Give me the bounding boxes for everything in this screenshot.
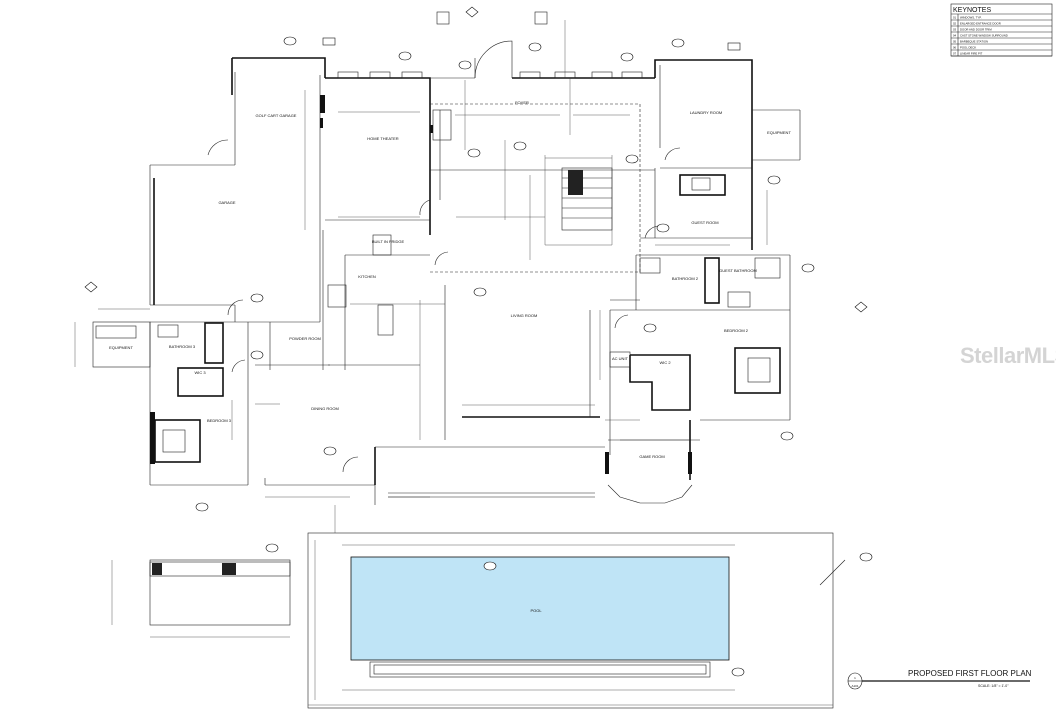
room-guest-room: GUEST ROOM: [691, 220, 718, 225]
room-pool: POOL: [530, 608, 542, 613]
sheet-number: 1: [854, 676, 856, 680]
pool-basin: [350, 556, 730, 661]
room-wic-2: WIC 2: [659, 360, 671, 365]
room-dining-room: DINING ROOM: [311, 406, 339, 411]
stellarmls-watermark: StellarMLS: [960, 343, 1056, 369]
keynote-number: 07: [953, 51, 957, 55]
room-bedroom-3: BEDROOM 3: [207, 418, 232, 423]
plan-title: PROPOSED FIRST FLOOR PLAN: [908, 669, 1032, 678]
keynote-text: BARBEQUE STATION: [960, 39, 988, 43]
room-golf-cart-garage: GOLF CART GARAGE: [256, 113, 297, 118]
door-swings: [207, 139, 681, 473]
sheet-ref: A101: [851, 684, 858, 688]
room-game-room: GAME ROOM: [639, 454, 664, 459]
room-powder-room: POWDER ROOM: [289, 336, 321, 341]
keynote-text: WINDOWS, TYP.: [960, 15, 982, 19]
callout-tags: [84, 6, 873, 677]
bbq-station: [111, 559, 291, 638]
room-guest-bathroom: GUEST BATHROOM: [719, 268, 757, 273]
keynote-number: 06: [953, 45, 957, 49]
watermark-text: StellarMLS: [960, 343, 1056, 368]
keynote-number: 03: [953, 27, 957, 31]
keynote-text: DOOR AND DOOR TRIM: [960, 27, 992, 31]
room-built-in-fridge: BUILT IN FRIDGE: [372, 239, 405, 244]
window-marks: [337, 11, 643, 79]
keynote-number: 02: [953, 21, 957, 25]
house-walls: [92, 40, 801, 505]
room-bedroom-2: BEDROOM 2: [724, 328, 749, 333]
room-garage: GARAGE: [218, 200, 235, 205]
room-labels: GOLF CART GARAGE GARAGE HOME THEATER FOY…: [109, 100, 791, 613]
keynote-text: POOL DECK: [960, 45, 976, 49]
room-kitchen: KITCHEN: [358, 274, 376, 279]
keynotes-title: KEYNOTES: [953, 7, 991, 14]
room-equipment-left: EQUIPMENT: [109, 345, 133, 350]
keynote-text: ENLARGED ENTRANCE DOOR: [960, 21, 1001, 25]
pool-deck: [307, 505, 846, 709]
room-home-theater: HOME THEATER: [367, 136, 399, 141]
keynote-number: 05: [953, 39, 957, 43]
room-bathroom-3: BATHROOM 3: [169, 344, 196, 349]
room-bathroom-2: BATHROOM 2: [672, 276, 699, 281]
room-foyer: FOYER: [515, 100, 529, 105]
room-living-room: LIVING ROOM: [511, 313, 538, 318]
room-equipment-right: EQUIPMENT: [767, 130, 791, 135]
keynote-text: CAST STONE WINDOW SURROUND: [960, 33, 1008, 37]
room-laundry: LAUNDRY ROOM: [690, 110, 723, 115]
keynote-number: 04: [953, 33, 957, 37]
room-wic-3: WIC 3: [194, 370, 206, 375]
keynote-number: 01: [953, 15, 957, 19]
room-ac-unit: AC UNIT: [612, 356, 629, 361]
dimension-lines: [74, 20, 768, 498]
title-block: 1 A101 PROPOSED FIRST FLOOR PLAN SCALE: …: [847, 669, 1032, 690]
plan-scale: SCALE: 1/8" = 1'-0": [978, 684, 1009, 688]
keynote-text: LINEAR FIRE PIT: [960, 51, 983, 55]
